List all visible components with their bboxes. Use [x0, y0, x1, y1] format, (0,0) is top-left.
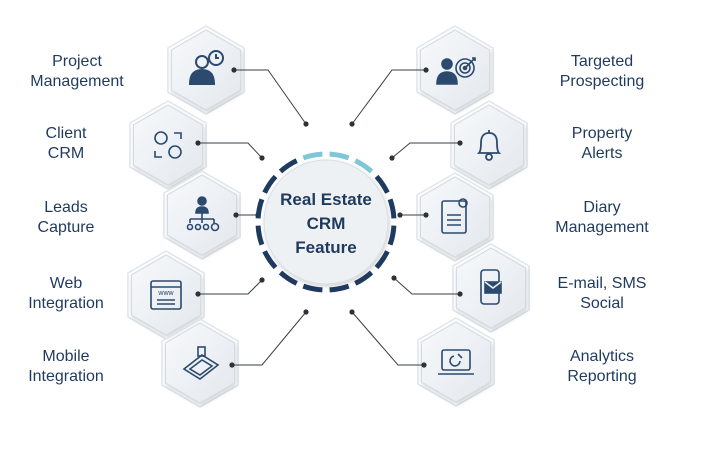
label-left-5-line-2: Integration [28, 368, 104, 385]
center-hub: Real Estate CRM Feature [255, 151, 397, 293]
label-left-5-line-1: Mobile [42, 348, 89, 365]
ring-segment [255, 198, 265, 219]
connector-right-4-end-dot [391, 275, 397, 281]
label-right-5-line-1: Analytics [570, 348, 634, 365]
ring-segment [302, 151, 323, 161]
label-right-4-line-1: E-mail, SMS [558, 275, 647, 292]
label-right-2-line-1: Property [572, 125, 632, 142]
hexagon-right-5-outline [417, 317, 495, 407]
hexagon-right-2 [453, 104, 525, 186]
ring-segment [278, 270, 298, 286]
connector-right-5-end-dot [349, 309, 355, 315]
label-left-2-line-1: Client [46, 125, 87, 142]
hexagon-right-1-outline [416, 25, 494, 115]
connector-right-2-end-dot [389, 155, 395, 161]
connector-right-3-start-dot [423, 212, 429, 218]
targeted-prospecting-icon [436, 57, 476, 85]
hexagon-left-2-outline [129, 100, 207, 190]
center-title-line-3: Feature [295, 238, 356, 257]
center-title-line-1: Real Estate [280, 190, 372, 209]
hexagon-right-2-outline [450, 100, 528, 190]
hexagon-left-3-outline [163, 170, 241, 260]
label-left-4-line-2: Integration [28, 295, 104, 312]
project-management-icon [188, 50, 224, 85]
label-left-4-line-1: Web [50, 275, 83, 292]
connector-right-1 [351, 69, 426, 125]
ring-segment [387, 225, 397, 246]
ring-segment [354, 158, 374, 174]
client-crm-icon [154, 131, 182, 159]
connector-left-2-start-dot [195, 140, 201, 146]
connector-right-1-end-dot [349, 121, 355, 127]
label-right-5-line-2: Reporting [567, 368, 636, 385]
label-left-3-line-2: Capture [38, 219, 95, 236]
ring-segment [374, 250, 390, 270]
ring-segment [329, 283, 350, 293]
hexagon-left-1-outline [167, 25, 245, 115]
ring-segment [278, 158, 298, 174]
connector-layer [195, 67, 463, 368]
svg-text:www: www [157, 290, 174, 297]
connector-left-1-end-dot [303, 121, 309, 127]
ring-segment [255, 225, 265, 246]
hexagon-right-3 [419, 176, 491, 258]
ring-segment [387, 198, 397, 219]
label-right-3-line-1: Diary [583, 199, 620, 216]
hexagon-right-1 [419, 29, 491, 111]
connector-left-5-start-dot [229, 362, 235, 368]
hexagon-right-3-outline [416, 172, 494, 262]
hexagon-left-4 [130, 254, 202, 336]
center-ring [255, 151, 397, 293]
hexagon-right-4-outline [452, 243, 530, 333]
diary-document-icon [441, 198, 468, 234]
ring-segment [262, 250, 278, 270]
connector-left-1-start-dot [231, 67, 237, 73]
connector-right-5-start-dot [421, 362, 427, 368]
ring-segment [374, 174, 390, 194]
connector-left-5-end-dot [303, 309, 309, 315]
label-right-4-line-2: Social [580, 295, 624, 312]
connector-right-5 [351, 311, 424, 366]
mobile-mail-icon [480, 269, 502, 305]
leads-capture-icon [186, 196, 220, 232]
connector-left-4-end-dot [259, 277, 265, 283]
connector-right-3-end-dot [397, 212, 403, 218]
ring-segment [262, 174, 278, 194]
label-right-1-line-1: Targeted [571, 53, 633, 70]
connector-left-4 [198, 279, 263, 295]
ring-segment [302, 283, 323, 293]
connector-left-1 [234, 69, 307, 125]
ring-segment [354, 270, 374, 286]
label-left-3-line-1: Leads [44, 199, 88, 216]
hexagon-left-5 [164, 322, 236, 404]
analytics-laptop-icon [438, 349, 474, 375]
connector-left-2 [198, 142, 263, 159]
mobile-integration-icon [182, 346, 220, 380]
hexagon-left-5-outline [161, 318, 239, 408]
label-left-1-line-2: Management [30, 73, 124, 90]
connector-left-4-start-dot [195, 291, 201, 297]
center-title-line-2: CRM [307, 214, 346, 233]
label-right-3-line-2: Management [555, 219, 649, 236]
hexagon-right-5 [420, 321, 492, 403]
connector-right-2 [391, 142, 460, 159]
bell-icon [476, 130, 502, 161]
connector-left-2-end-dot [259, 155, 265, 161]
connector-left-5 [232, 311, 307, 366]
connector-right-4 [393, 277, 460, 295]
connector-right-1-start-dot [423, 67, 429, 73]
connector-left-3-start-dot [233, 212, 239, 218]
web-integration-icon: www [150, 280, 182, 310]
label-right-1-line-2: Prospecting [560, 73, 645, 90]
connector-right-4-start-dot [457, 291, 463, 297]
label-right-2-line-2: Alerts [582, 145, 623, 162]
label-left-2-line-2: CRM [48, 145, 84, 162]
ring-segment [329, 151, 350, 161]
connector-right-2-start-dot [457, 140, 463, 146]
label-left-1-line-1: Project [52, 53, 102, 70]
hexagon-left-2 [132, 104, 204, 186]
